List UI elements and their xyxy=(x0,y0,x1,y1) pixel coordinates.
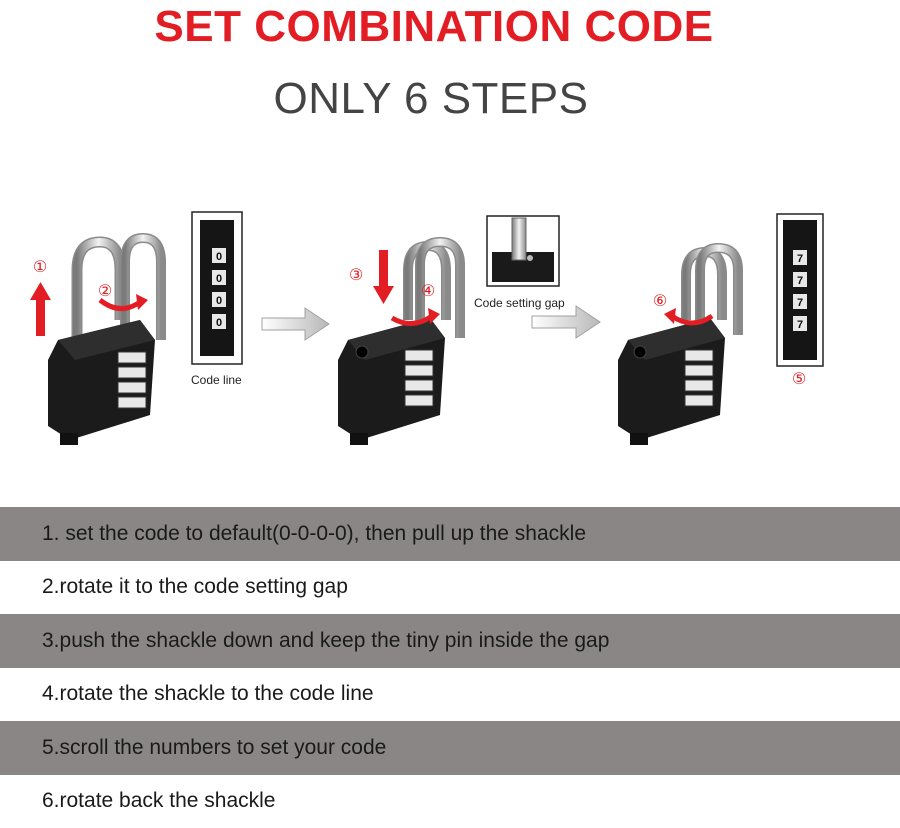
step-row-2: 2.rotate it to the code setting gap xyxy=(0,561,900,615)
step-marker-6: ⑥ xyxy=(653,293,667,310)
dial-digit: 0 xyxy=(216,251,222,263)
step-marker-1: ① xyxy=(33,259,47,276)
code-line-label: Code line xyxy=(191,373,242,387)
page-title: SET COMBINATION CODE xyxy=(0,2,868,52)
step-marker-5: ⑤ xyxy=(792,371,806,388)
set-code-zoom-panel: 7 7 7 7 xyxy=(777,214,823,366)
padlock-step-1-icon xyxy=(48,238,161,445)
code-setting-gap-label: Code setting gap xyxy=(474,296,565,310)
step-marker-4: ④ xyxy=(421,283,435,300)
next-arrow-icon xyxy=(262,308,329,340)
instruction-diagram: ① ② 0 0 0 0 Code line ③ xyxy=(0,190,900,480)
up-arrow-icon xyxy=(30,282,51,336)
step-row-1: 1. set the code to default(0-0-0-0), the… xyxy=(0,507,900,561)
dial-digit: 7 xyxy=(797,297,803,309)
dial-digit: 0 xyxy=(216,273,222,285)
page-subtitle: ONLY 6 STEPS xyxy=(0,74,862,124)
step-marker-3: ③ xyxy=(349,267,363,284)
code-line-zoom-panel: 0 0 0 0 xyxy=(192,212,242,364)
dial-digit: 7 xyxy=(797,275,803,287)
step-row-3: 3.push the shackle down and keep the tin… xyxy=(0,614,900,668)
step-row-5: 5.scroll the numbers to set your code xyxy=(0,721,900,775)
next-arrow-icon xyxy=(532,306,600,338)
dial-digit: 7 xyxy=(797,319,803,331)
down-arrow-icon xyxy=(373,250,394,304)
step-marker-2: ② xyxy=(98,283,112,300)
step-row-4: 4.rotate the shackle to the code line xyxy=(0,668,900,722)
step-row-6: 6.rotate back the shackle xyxy=(0,775,900,828)
steps-list: 1. set the code to default(0-0-0-0), the… xyxy=(0,507,900,828)
dial-digit: 0 xyxy=(216,317,222,329)
padlock-step-3-icon xyxy=(618,248,738,445)
dial-digit: 0 xyxy=(216,295,222,307)
code-setting-gap-zoom-panel xyxy=(487,216,559,286)
dial-digit: 7 xyxy=(797,253,803,265)
